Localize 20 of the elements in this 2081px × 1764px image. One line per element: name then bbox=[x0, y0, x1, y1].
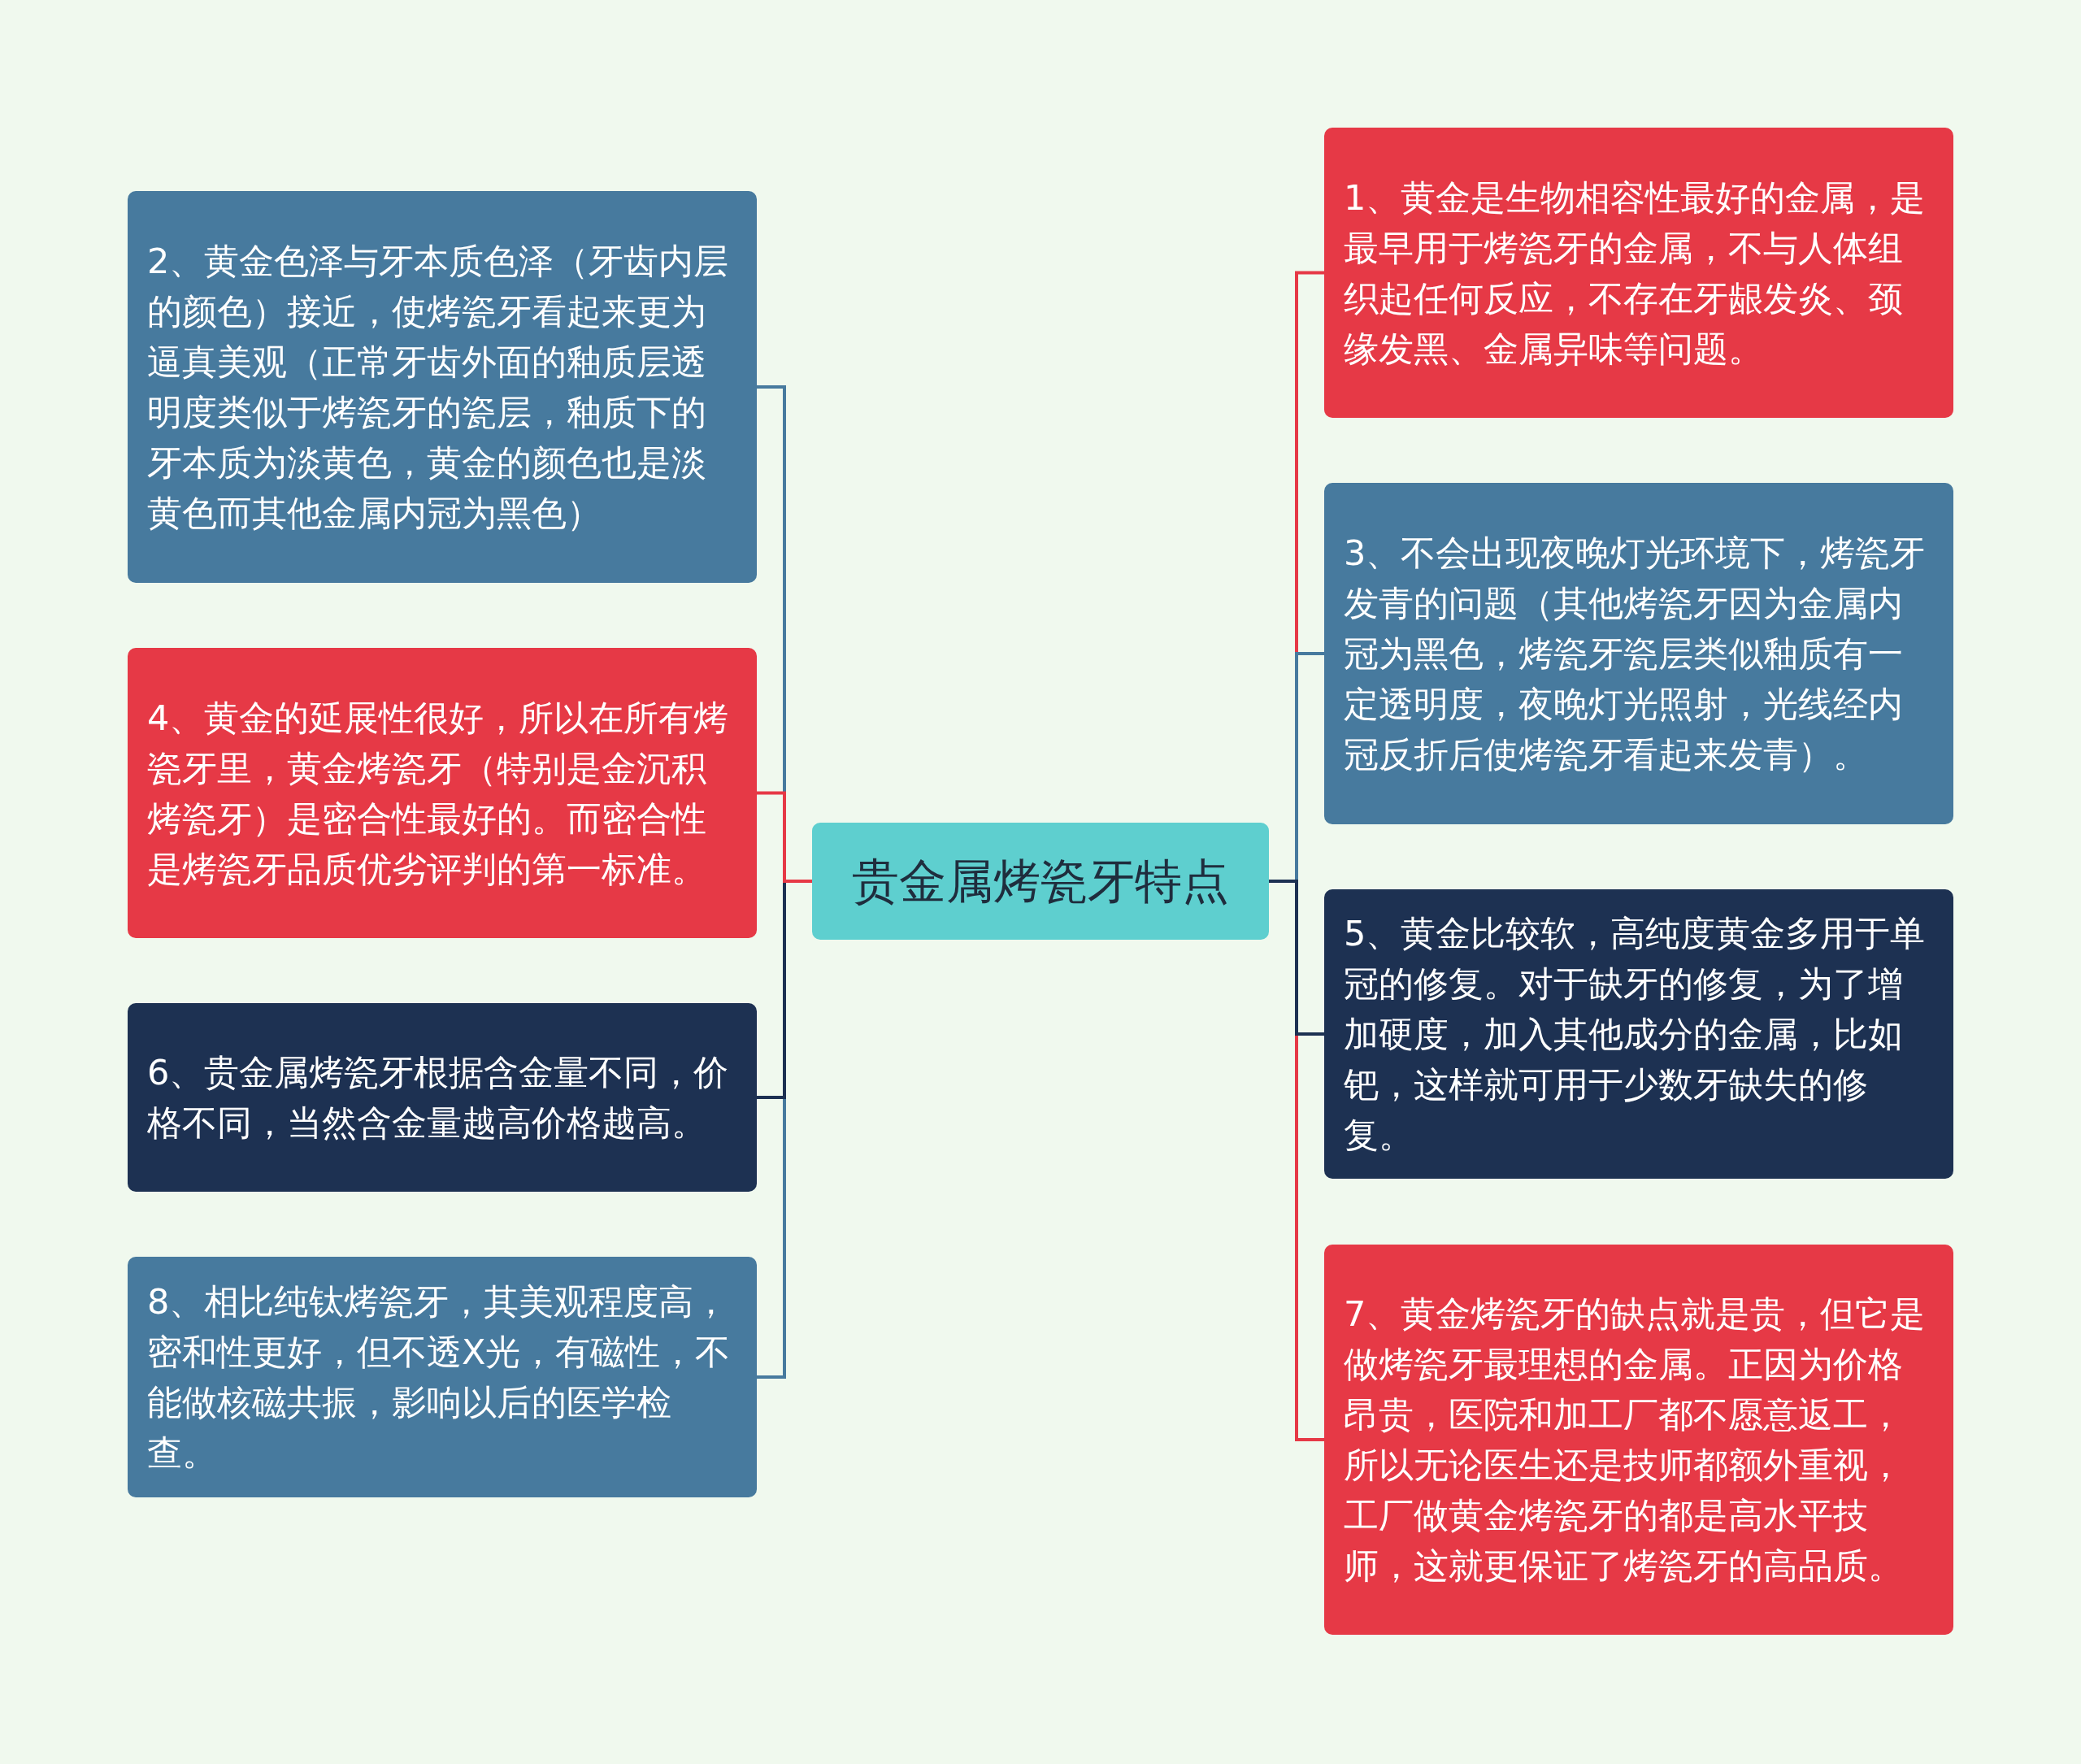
connector-line bbox=[757, 791, 812, 883]
topic-box bbox=[1324, 483, 1953, 824]
topic-text: 8、相比纯钛烤瓷牙，其美观程度高，密和性更好，但不透X光，有磁性，不能做核磁共振，影响以后的医学检查。 bbox=[147, 1280, 732, 1475]
topic-box bbox=[1324, 889, 1953, 1179]
topic-text: 5、黄金比较软，高纯度黄金多用于单冠的修复。对于缺牙的修复，为了增加硬度，加入其他成分的金属，比如钯，这样就可用于少数牙缺失的修复。 bbox=[1344, 912, 1927, 1157]
topic-box bbox=[1324, 128, 1953, 418]
topic-text: 7、黄金烤瓷牙的缺点就是贵，但它是做烤瓷牙最理想的金属。正因为价格昂贵，医院和加工厂都不愿意返工，所以无论医生还是技师都额外重视，工厂做黄金烤瓷牙的都是高水平技师，这就更保证了烤瓷牙的高品质。 bbox=[1344, 1293, 1927, 1588]
topic-text: 2、黄金色泽与牙本质色泽（牙齿内层的颜色）接近，使烤瓷牙看起来更为逼真美观（正常牙齿外面的釉质层透明度类似于烤瓷牙的瓷层，釉质下的牙本质为淡黄色，黄金的颜色也是淡黄色而其他金属内冠为黑色） bbox=[147, 240, 730, 535]
topic-text: 贵金属烤瓷牙特点 bbox=[851, 853, 1230, 910]
topic-box bbox=[128, 191, 757, 583]
connector-line bbox=[1269, 880, 1324, 1036]
topic-text: 6、贵金属烤瓷牙根据含金量不同，价格不同，当然含金量越高价格越高。 bbox=[147, 1051, 730, 1145]
topic-box bbox=[128, 648, 757, 938]
topic-text: 1、黄金是生物相容性最好的金属，是最早用于烤瓷牙的金属，不与人体组织起任何反应，不存在牙龈发炎、颈缘发黑、金属异味等问题。 bbox=[1344, 176, 1927, 371]
topic-box bbox=[128, 1003, 757, 1192]
topic-box bbox=[1324, 1245, 1953, 1635]
topic-text: 3、不会出现夜晚灯光环境下，烤瓷牙发青的问题（其他烤瓷牙因为金属内冠为黑色，烤瓷牙瓷层类似釉质有一定透明度，夜晚灯光照射，光线经内冠反折后使烤瓷牙看起来发青）。 bbox=[1344, 532, 1927, 776]
topic-box bbox=[128, 1257, 757, 1497]
topic-text: 4、黄金的延展性很好，所以在所有烤瓷牙里，黄金烤瓷牙（特别是金沉积烤瓷牙）是密合性最好的。而密合性是烤瓷牙品质优劣评判的第一标准。 bbox=[147, 696, 730, 891]
central-topic-box bbox=[812, 823, 1269, 940]
